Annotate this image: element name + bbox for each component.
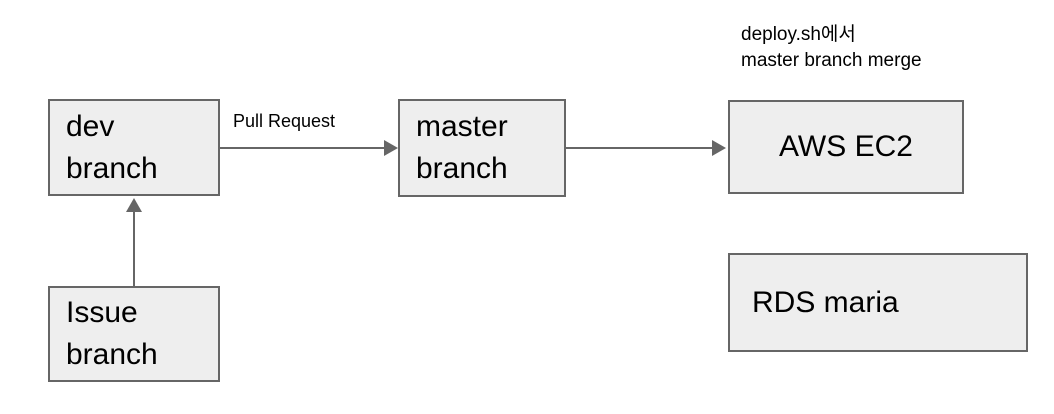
node-master-branch[interactable]: master branch	[398, 99, 566, 197]
edge-dev-to-master-line	[220, 147, 386, 149]
node-dev-branch[interactable]: dev branch	[48, 99, 220, 196]
annotation-deploy-note: deploy.sh에서 master branch merge	[741, 24, 922, 71]
node-rds-maria[interactable]: RDS maria	[728, 253, 1028, 352]
node-aws-ec2[interactable]: AWS EC2	[728, 100, 964, 194]
edge-issue-to-dev-line	[133, 212, 135, 286]
edge-issue-to-dev-arrowhead-icon	[126, 198, 142, 212]
edge-label-pull-request: Pull Request	[233, 111, 336, 131]
node-issue-branch[interactable]: Issue branch	[48, 286, 220, 382]
edge-master-to-ec2-line	[566, 147, 714, 149]
edge-dev-to-master-arrowhead-icon	[384, 140, 398, 156]
edge-master-to-ec2-arrowhead-icon	[712, 140, 726, 156]
